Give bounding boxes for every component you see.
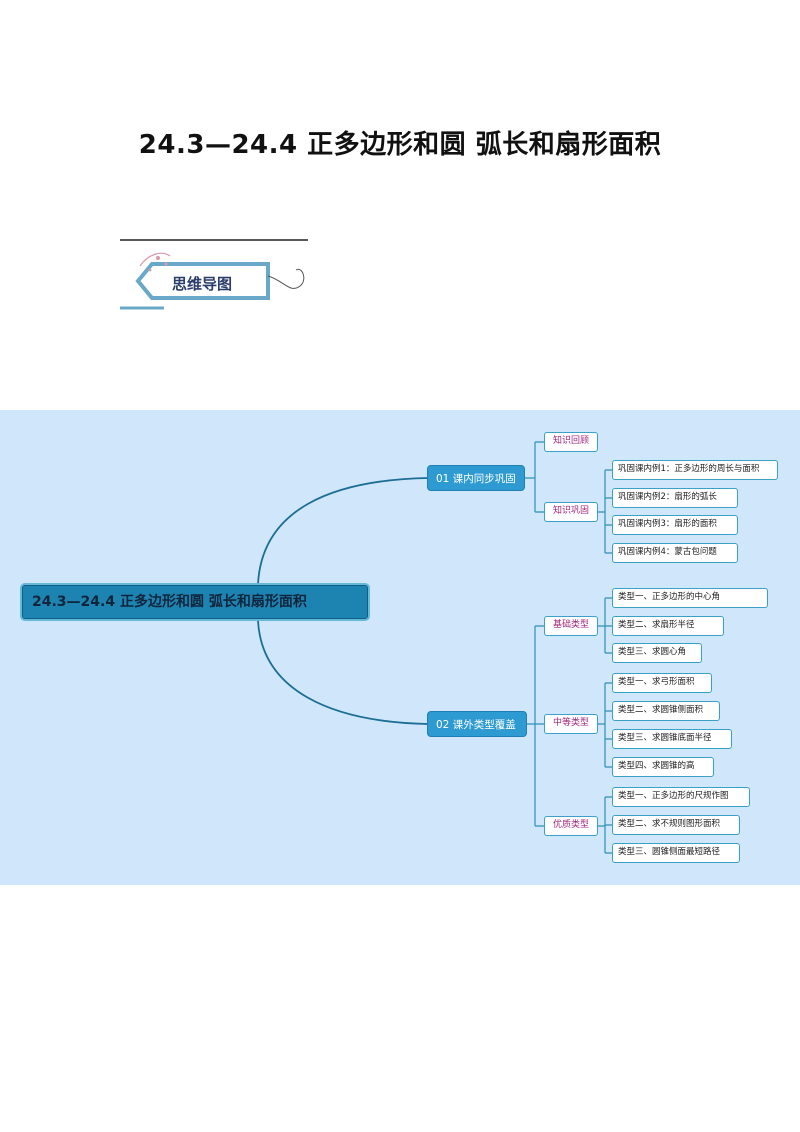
- topic-item: 类型三、求圆锥底面半径: [612, 729, 732, 749]
- topic-item: 巩固课内例1：正多边形的周长与面积: [612, 460, 778, 480]
- link-root-branch-1: [257, 477, 429, 585]
- mind-map: 24.3—24.4 正多边形和圆 弧长和扇形面积 01 课内同步巩固 02 课外…: [0, 410, 800, 885]
- topic-item: 巩固课内例3：扇形的面积: [612, 515, 738, 535]
- topic-item: 类型二、求扇形半径: [612, 616, 724, 636]
- branch-in-class: 01 课内同步巩固: [427, 465, 525, 491]
- mind-map-badge-label: 思维导图: [172, 275, 233, 293]
- topic-item: 类型二、求不规则图形面积: [612, 815, 740, 835]
- group-basic-types: 基础类型: [544, 616, 598, 636]
- mind-map-badge-decoration: [120, 239, 308, 310]
- topic-item: 类型一、正多边形的中心角: [612, 588, 768, 608]
- link-group-basic-items: [598, 597, 612, 654]
- link-branch-2-groups: [527, 625, 544, 827]
- group-premium-types: 优质类型: [544, 816, 598, 836]
- topic-item: 类型一、正多边形的尺规作图: [612, 787, 750, 807]
- topic-item: 类型四、求圆锥的高: [612, 757, 714, 777]
- group-knowledge-recall: 知识回顾: [544, 432, 598, 452]
- link-group-medium-items: [598, 682, 612, 768]
- topic-item: 类型三、圆锥侧面最短路径: [612, 843, 740, 863]
- group-medium-types: 中等类型: [544, 714, 598, 734]
- mind-map-links: [257, 441, 612, 854]
- topic-item: 类型三、求圆心角: [612, 643, 702, 663]
- mind-map-root: 24.3—24.4 正多边形和圆 弧长和扇形面积: [20, 583, 370, 621]
- link-branch-1-groups: [525, 441, 544, 513]
- topic-item: 巩固课内例2：扇形的弧长: [612, 488, 738, 508]
- link-group-premium-items: [598, 796, 612, 854]
- topic-item: 巩固课内例4：蒙古包问题: [612, 543, 738, 563]
- link-group-review-items: [598, 469, 612, 554]
- document-title: 24.3—24.4 正多边形和圆 弧长和扇形面积: [138, 130, 662, 160]
- branch-extracurricular: 02 课外类型覆盖: [427, 711, 527, 737]
- link-root-branch-2: [257, 620, 429, 725]
- group-knowledge-review: 知识巩固: [544, 502, 598, 522]
- topic-item: 类型二、求圆锥侧面积: [612, 701, 720, 721]
- topic-item: 类型一、求弓形面积: [612, 673, 712, 693]
